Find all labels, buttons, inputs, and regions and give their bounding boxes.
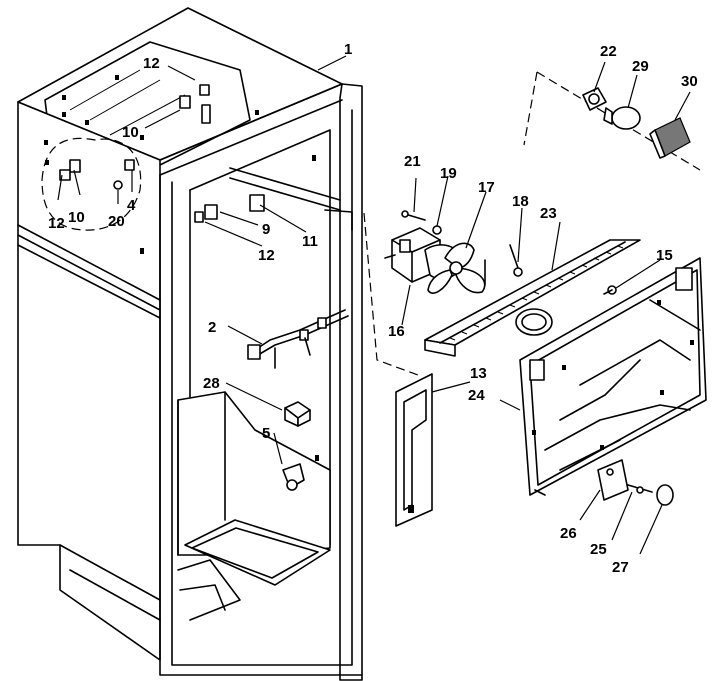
freezer-top-hardware — [41, 84, 265, 231]
cabinet-liner — [17, 7, 363, 681]
lamp-socket-parts — [597, 459, 674, 506]
evaporator-cover-rail — [424, 239, 641, 357]
label-18: 18 — [512, 193, 529, 210]
label-4: 4 — [127, 197, 136, 214]
label-9: 9 — [262, 221, 270, 238]
label-21: 21 — [404, 153, 421, 170]
part-5-component — [282, 463, 305, 491]
screw-18 — [509, 244, 523, 277]
label-23: 23 — [540, 205, 557, 222]
label-19: 19 — [440, 165, 457, 182]
label-28: 28 — [203, 375, 220, 392]
label-15: 15 — [656, 247, 673, 264]
fan-assembly — [384, 210, 486, 294]
label-12-lower: 12 — [258, 247, 275, 264]
label-22: 22 — [600, 43, 617, 60]
label-10-bubble: 10 — [68, 209, 85, 226]
wire-harness — [247, 309, 349, 369]
label-29: 29 — [632, 58, 649, 75]
label-11: 11 — [302, 233, 318, 250]
label-20: 20 — [108, 213, 125, 230]
label-10-top: 10 — [122, 124, 139, 141]
leader-lines — [57, 55, 691, 555]
label-13: 13 — [470, 365, 487, 382]
label-25: 25 — [590, 541, 607, 558]
label-26: 26 — [560, 525, 577, 542]
assembly-lines — [363, 71, 701, 376]
part-28-connector — [284, 401, 311, 427]
label-27: 27 — [612, 559, 629, 576]
label-30: 30 — [681, 73, 698, 90]
label-12-top: 12 — [143, 55, 160, 72]
light-assembly — [582, 87, 691, 159]
label-24: 24 — [468, 387, 485, 404]
label-1: 1 — [344, 41, 352, 58]
label-12-bubble: 12 — [48, 215, 65, 232]
part-labels: 1 12 10 12 10 4 20 9 11 12 2 28 5 21 19 … — [48, 41, 698, 576]
panel-13 — [395, 373, 433, 527]
rear-panel — [519, 257, 707, 496]
label-5: 5 — [262, 425, 270, 442]
label-17: 17 — [478, 179, 495, 196]
label-16: 16 — [388, 323, 405, 340]
label-2: 2 — [208, 319, 216, 336]
screw-15 — [603, 285, 617, 295]
